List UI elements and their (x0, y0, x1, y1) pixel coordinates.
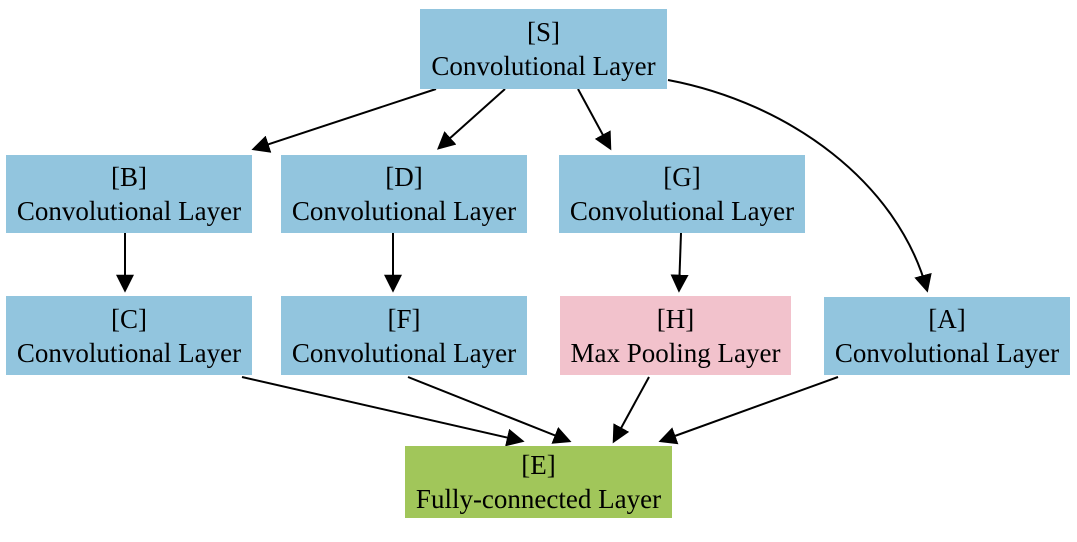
node-F-convolutional-layer: [F] Convolutional Layer (281, 296, 527, 375)
node-tag: [S] (527, 17, 560, 47)
node-label: Convolutional Layer (834, 338, 1060, 368)
node-label: Convolutional Layer (569, 196, 795, 226)
node-label: Convolutional Layer (291, 337, 517, 368)
edge-C-E (241, 376, 525, 447)
node-label: Fully-connected Layer (415, 484, 662, 514)
edge-S-B (251, 88, 437, 153)
edge-G-H (670, 232, 689, 293)
node-tag: [F] (387, 303, 421, 334)
node-tag: [H] (656, 303, 695, 334)
node-tag: [A] (928, 304, 966, 334)
node-label: Convolutional Layer (16, 337, 242, 368)
edge-S-D (436, 88, 506, 150)
node-G-convolutional-layer: [G] Convolutional Layer (559, 155, 805, 233)
edge-S-G (577, 88, 612, 151)
node-E-fully-connected-layer: [E] Fully-connected Layer (405, 446, 672, 518)
node-label: Convolutional Layer (431, 51, 656, 81)
node-A-convolutional-layer: [A] Convolutional Layer (824, 297, 1070, 375)
node-label: Max Pooling Layer (570, 337, 781, 368)
node-B-convolutional-layer: [B] Convolutional Layer (6, 155, 252, 233)
node-H-max-pooling-layer: [H] Max Pooling Layer (560, 296, 791, 375)
node-label: Convolutional Layer (291, 196, 517, 226)
edge-A-E (658, 376, 839, 445)
node-tag: [C] (111, 303, 147, 334)
node-tag: [E] (521, 450, 556, 480)
edge-F-E (407, 376, 572, 444)
node-S-convolutional-layer: [S] Convolutional Layer (420, 9, 667, 89)
edge-H-E (612, 376, 650, 444)
node-label: Convolutional Layer (16, 196, 242, 226)
node-tag: [G] (663, 162, 701, 192)
node-tag: [D] (385, 162, 423, 192)
node-tag: [B] (111, 162, 147, 192)
node-C-convolutional-layer: [C] Convolutional Layer (6, 296, 252, 375)
node-D-convolutional-layer: [D] Convolutional Layer (281, 155, 527, 233)
